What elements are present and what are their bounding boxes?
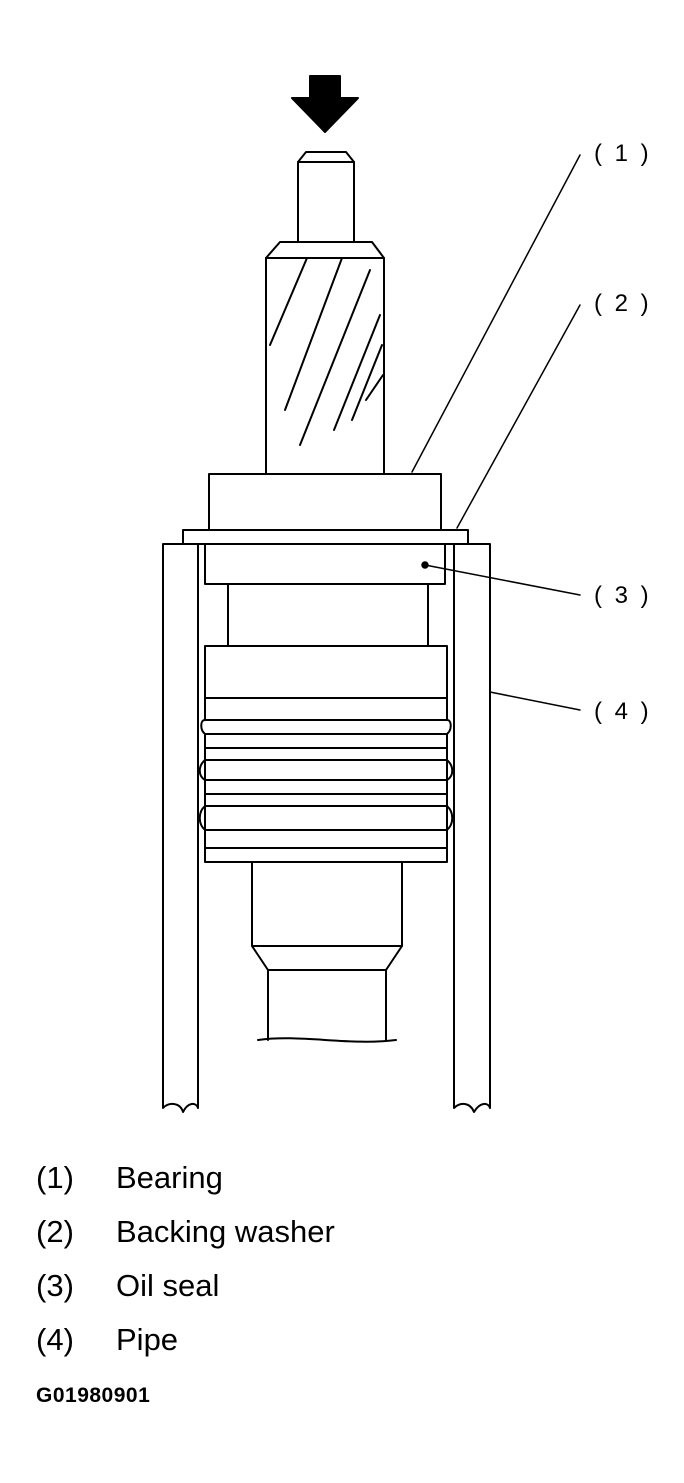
callout-label-4: ( 4 ) — [594, 698, 652, 725]
shaft-pilot — [265, 151, 385, 259]
shaft-lower — [251, 861, 403, 1043]
parts-legend: (1) Bearing (2) Backing washer (3) Oil seal… — [36, 1158, 335, 1374]
arrow-down-icon — [291, 75, 359, 133]
callout-label-2: ( 2 ) — [594, 290, 652, 317]
callout-label-3: ( 3 ) — [594, 582, 652, 609]
oil-seal — [204, 543, 446, 585]
leader-line-1 — [411, 154, 581, 473]
shaft-gear — [265, 257, 385, 475]
shaft-neck — [227, 583, 429, 647]
leader-line-3 — [424, 564, 581, 596]
leader-line-2 — [456, 304, 581, 529]
housing-body — [198, 645, 454, 863]
legend-number: (3) — [36, 1268, 74, 1303]
legend-item-pipe: (4) Pipe — [36, 1320, 335, 1374]
pipe — [162, 543, 491, 1113]
legend-text: Oil seal — [116, 1268, 220, 1303]
leader-dot-3 — [421, 561, 429, 569]
legend-number: (1) — [36, 1160, 74, 1195]
legend-text: Bearing — [116, 1160, 223, 1195]
legend-item-backing-washer: (2) Backing washer — [36, 1212, 335, 1266]
legend-text: Pipe — [116, 1322, 179, 1357]
backing-washer — [182, 529, 469, 545]
callout-label-1: ( 1 ) — [594, 140, 652, 167]
leader-line-4 — [489, 691, 581, 711]
legend-number: (2) — [36, 1214, 74, 1249]
figure-code: G01980901 — [36, 1384, 151, 1407]
legend-number: (4) — [36, 1322, 74, 1357]
legend-item-oil-seal: (3) Oil seal — [36, 1266, 335, 1320]
legend-item-bearing: (1) Bearing — [36, 1158, 335, 1212]
leader-lines — [411, 154, 581, 711]
legend-text: Backing washer — [116, 1214, 335, 1249]
oil-seal-installation-diagram: ( 1 ) ( 2 ) ( 3 ) ( 4 ) — [162, 75, 652, 1113]
bearing — [208, 473, 442, 531]
